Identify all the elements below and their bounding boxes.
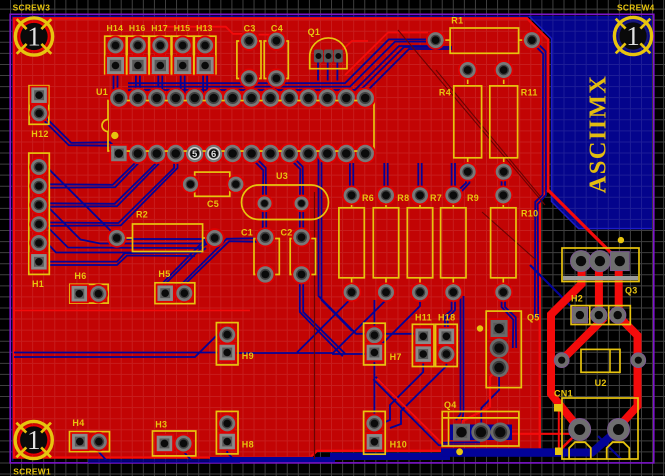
svg-text:C1: C1 xyxy=(241,228,253,238)
svg-text:R8: R8 xyxy=(397,193,409,203)
svg-text:R7: R7 xyxy=(430,193,442,203)
svg-text:H4: H4 xyxy=(72,418,84,428)
svg-text:C4: C4 xyxy=(271,24,283,34)
svg-text:H17: H17 xyxy=(151,23,168,33)
svg-text:R11: R11 xyxy=(521,88,538,98)
svg-text:H8: H8 xyxy=(242,440,254,450)
svg-text:SCREW1: SCREW1 xyxy=(13,467,51,476)
svg-text:R2: R2 xyxy=(136,210,148,220)
svg-text:Q4: Q4 xyxy=(444,400,457,410)
svg-text:H3: H3 xyxy=(155,420,167,430)
svg-text:Q5: Q5 xyxy=(527,313,540,323)
svg-text:H2: H2 xyxy=(571,294,583,304)
svg-text:H11: H11 xyxy=(415,313,432,323)
svg-text:6: 6 xyxy=(211,149,216,160)
svg-text:H9: H9 xyxy=(242,351,254,361)
svg-text:R6: R6 xyxy=(362,193,374,203)
svg-text:H12: H12 xyxy=(31,129,48,139)
svg-text:5: 5 xyxy=(192,149,198,160)
svg-text:SCREW4: SCREW4 xyxy=(617,3,655,13)
svg-text:1: 1 xyxy=(27,425,41,455)
svg-text:H6: H6 xyxy=(74,271,86,281)
svg-text:R9: R9 xyxy=(467,193,479,203)
svg-text:H5: H5 xyxy=(158,269,170,279)
svg-text:SCREW3: SCREW3 xyxy=(13,3,51,13)
svg-text:U1: U1 xyxy=(96,87,108,97)
svg-text:1: 1 xyxy=(27,22,41,52)
svg-text:H7: H7 xyxy=(390,352,402,362)
svg-text:C3: C3 xyxy=(244,24,256,34)
svg-text:C2: C2 xyxy=(281,228,293,238)
svg-text:H1: H1 xyxy=(32,279,44,289)
svg-text:R1: R1 xyxy=(451,16,463,26)
svg-text:U3: U3 xyxy=(276,171,288,181)
svg-text:H14: H14 xyxy=(107,23,124,33)
svg-text:U2: U2 xyxy=(595,378,607,388)
svg-text:H10: H10 xyxy=(390,440,407,450)
svg-text:C5: C5 xyxy=(207,199,219,209)
svg-text:H18: H18 xyxy=(438,313,455,323)
svg-text:H13: H13 xyxy=(196,23,213,33)
svg-text:1: 1 xyxy=(626,21,640,51)
svg-text:R4: R4 xyxy=(439,88,451,98)
svg-text:H15: H15 xyxy=(174,23,191,33)
svg-text:Q3: Q3 xyxy=(625,286,638,296)
svg-text:ASCIIMX: ASCIIMX xyxy=(585,75,612,194)
svg-text:CN1: CN1 xyxy=(554,389,573,399)
svg-text:R10: R10 xyxy=(521,209,538,219)
svg-text:H16: H16 xyxy=(129,23,146,33)
svg-text:Q1: Q1 xyxy=(308,27,321,37)
